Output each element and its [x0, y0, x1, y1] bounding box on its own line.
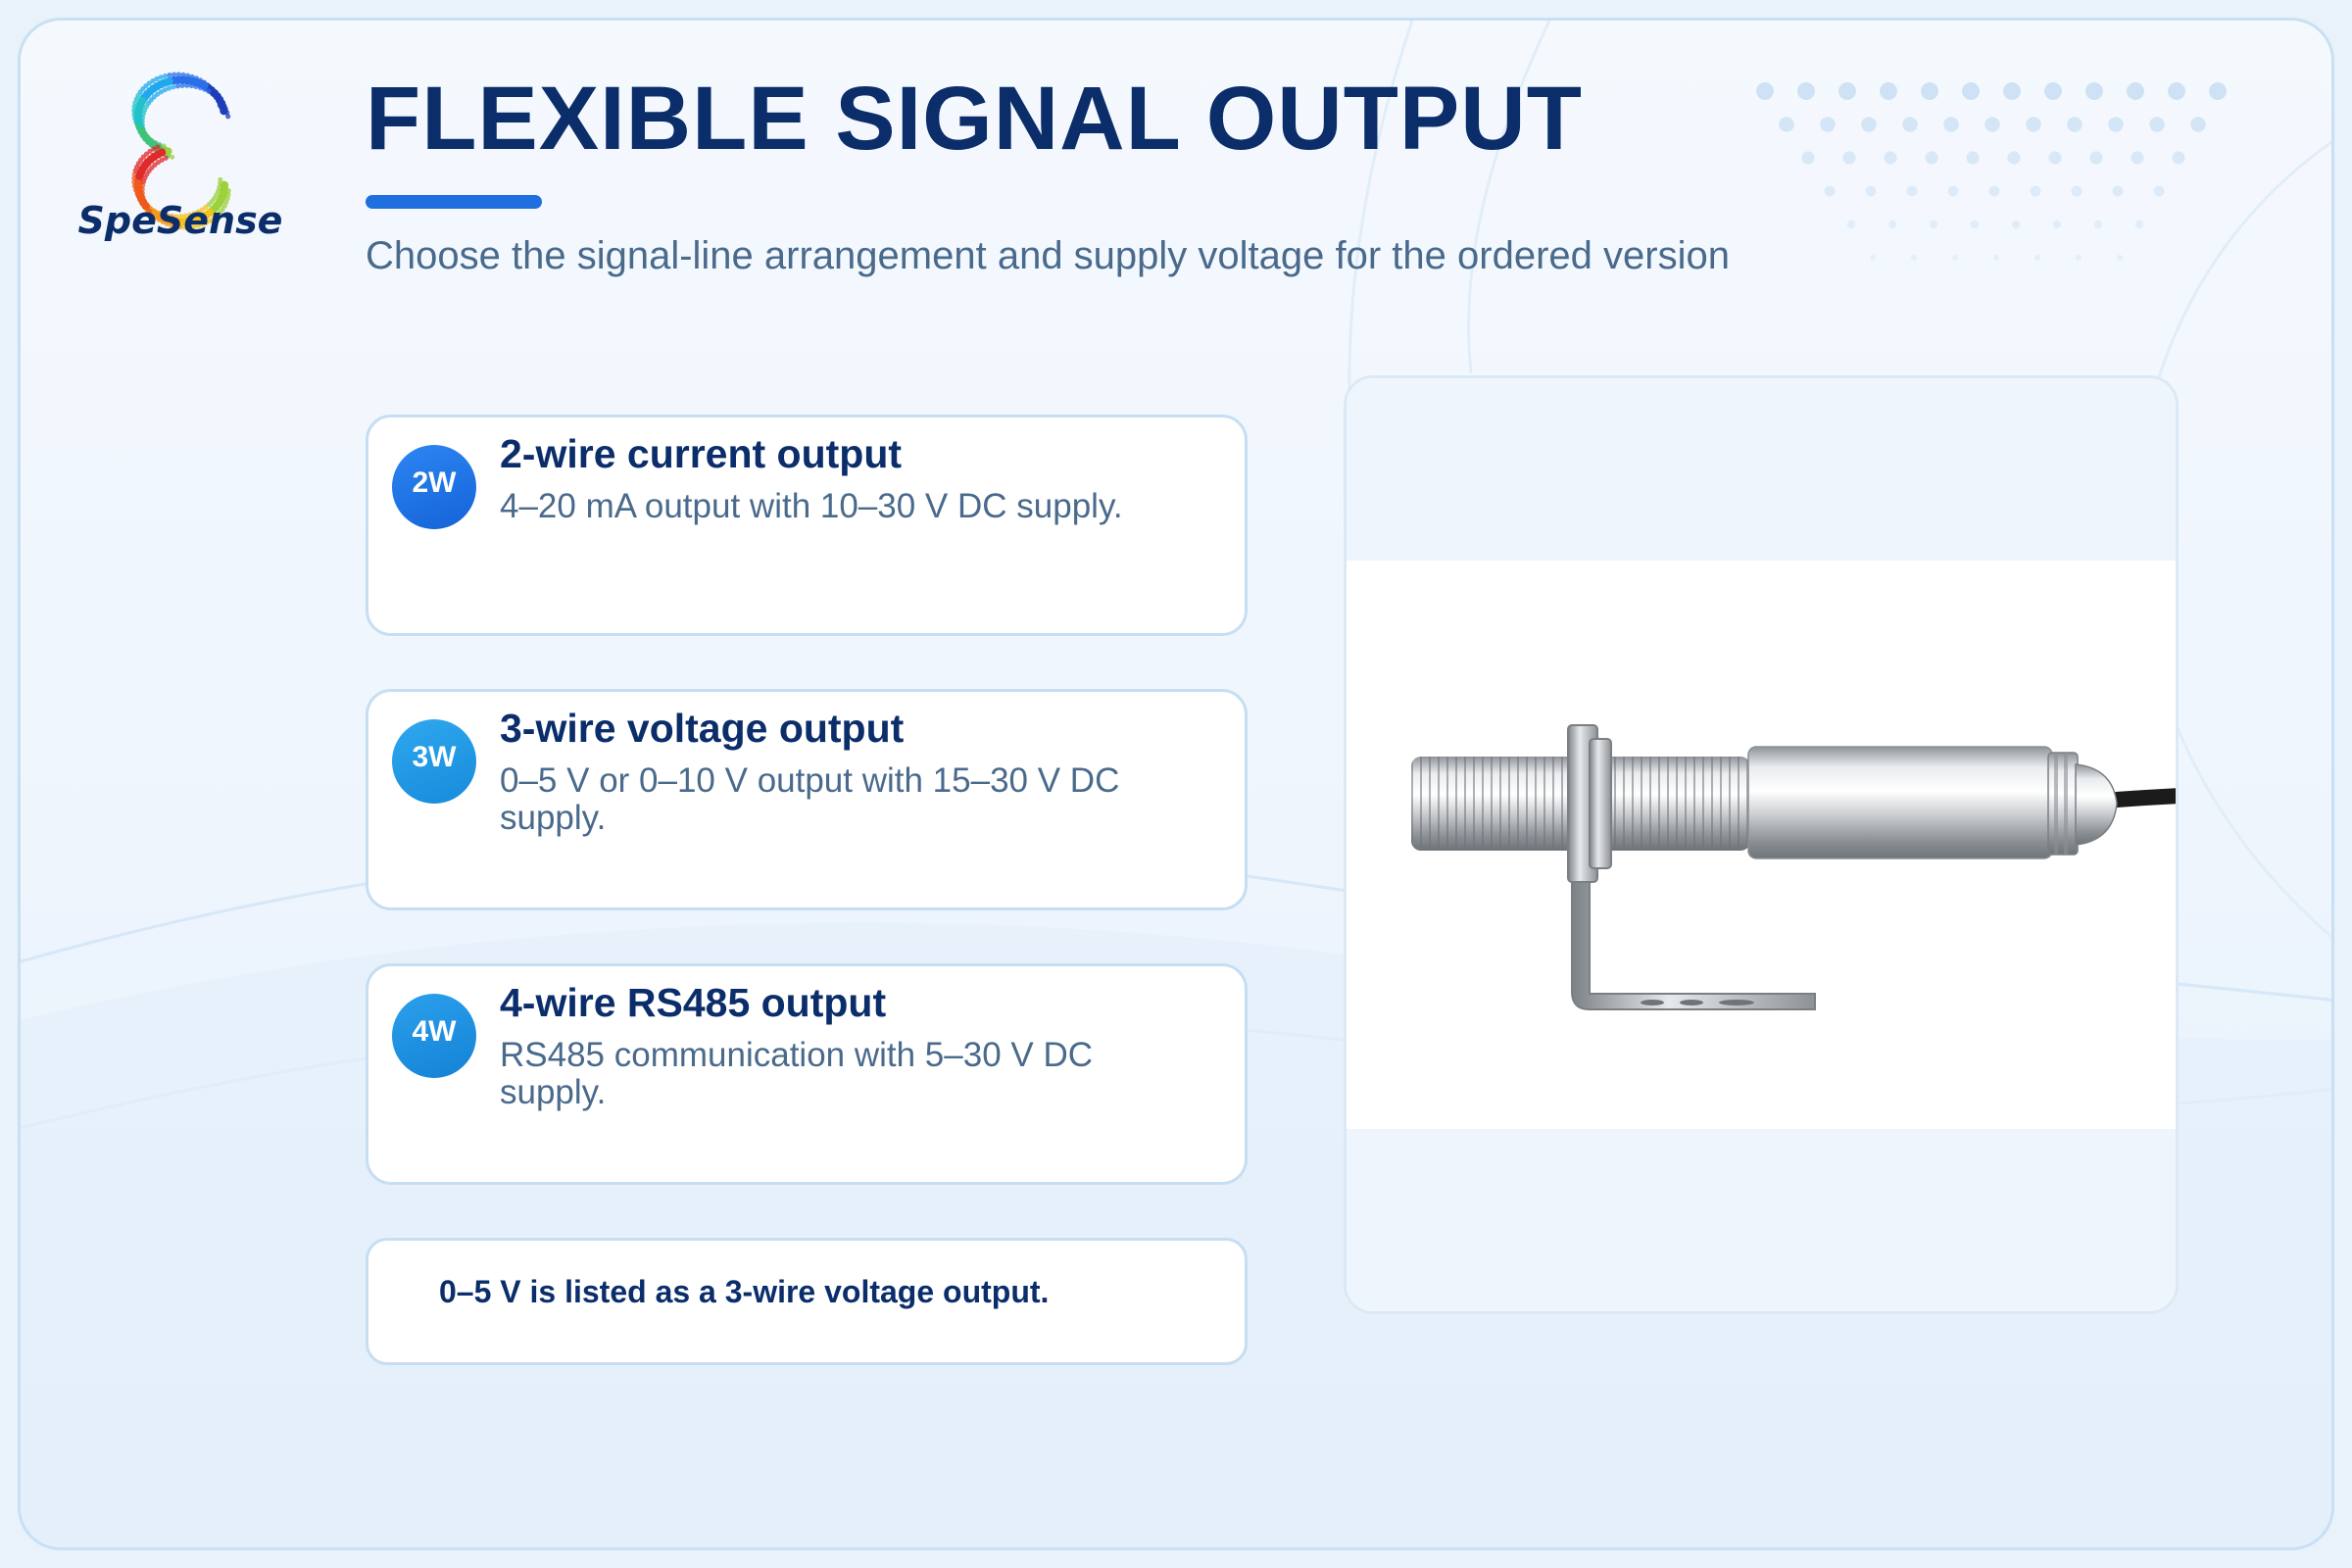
note-text: 0–5 V is listed as a 3-wire voltage outp…: [439, 1274, 1050, 1309]
option-description: 0–5 V or 0–10 V output with 15–30 V DC s…: [500, 761, 1120, 837]
note-box: 0–5 V is listed as a 3-wire voltage outp…: [366, 1238, 1248, 1365]
title-underline: [366, 195, 542, 209]
option-card-3-wire: 3W 3-wire voltage output 0–5 V or 0–10 V…: [366, 689, 1248, 910]
option-title: 3-wire voltage output: [500, 706, 905, 751]
badge-4w: 4W: [392, 994, 476, 1078]
option-title: 2-wire current output: [500, 431, 903, 476]
brand-name: SpeSense: [77, 199, 283, 242]
option-description: RS485 communication with 5–30 V DC suppl…: [500, 1036, 1094, 1111]
badge-2w: 2W: [392, 445, 476, 529]
dot-grid-decoration: [1756, 82, 2227, 261]
page-title: FLEXIBLE SIGNAL OUTPUT: [366, 69, 1583, 169]
spesense-logo-icon: [131, 72, 231, 230]
slide-frame: SpeSense FLEXIBLE SIGNAL OUTPUT Choose t…: [18, 18, 2334, 1550]
option-title: 4-wire RS485 output: [500, 980, 887, 1025]
product-image-card: [1344, 375, 2179, 1314]
page-subtitle: Choose the signal-line arrangement and s…: [366, 234, 1730, 277]
option-card-4-wire: 4W 4-wire RS485 output RS485 communicati…: [366, 963, 1248, 1185]
option-card-2-wire: 2W 2-wire current output 4–20 mA output …: [366, 415, 1248, 636]
option-description: 4–20 mA output with 10–30 V DC supply.: [500, 487, 1123, 525]
badge-3w: 3W: [392, 719, 476, 804]
sensor-product-image: [1411, 724, 2176, 1010]
